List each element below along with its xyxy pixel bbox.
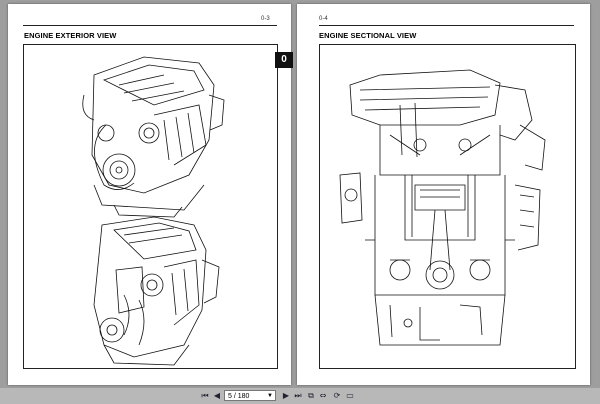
engine-sectional-figure: [319, 44, 576, 369]
engine-sectional-drawing: [339, 69, 546, 346]
page-number: 0-4: [319, 16, 328, 22]
header-rule: [23, 25, 277, 26]
page-title: ENGINE EXTERIOR VIEW: [24, 31, 117, 40]
next-page-icon[interactable]: ▶: [282, 391, 290, 400]
left-page: 0-3 ENGINE EXTERIOR VIEW: [8, 4, 291, 385]
engine-exterior-figure: [23, 44, 278, 369]
single-page-icon[interactable]: ▭: [346, 391, 354, 400]
chevron-down-icon[interactable]: ▼: [267, 393, 273, 399]
page-indicator: 5 / 180: [228, 393, 250, 400]
fit-width-icon[interactable]: ⇔: [319, 391, 327, 400]
prev-page-icon[interactable]: ◀: [213, 391, 221, 400]
right-page: 0-4 ENGINE SECTIONAL VIEW: [297, 4, 590, 385]
rotate-icon[interactable]: ⟳: [333, 391, 341, 400]
page-number: 0-3: [261, 16, 270, 22]
engine-exterior-drawing: [82, 56, 225, 366]
page-title: ENGINE SECTIONAL VIEW: [319, 31, 417, 40]
fit-page-icon[interactable]: ⧉: [308, 391, 314, 400]
last-page-icon[interactable]: ⏭: [294, 391, 302, 400]
first-page-icon[interactable]: ⏮: [201, 391, 209, 400]
section-tab[interactable]: 0: [275, 52, 293, 68]
header-rule: [319, 25, 574, 26]
viewer-toolbar: ⏮ ◀ 5 / 180 ▼ ▶ ⏭ ⧉ ⇔ ⟳ ▭: [0, 388, 600, 404]
page-number-input[interactable]: 5 / 180 ▼: [224, 390, 276, 401]
